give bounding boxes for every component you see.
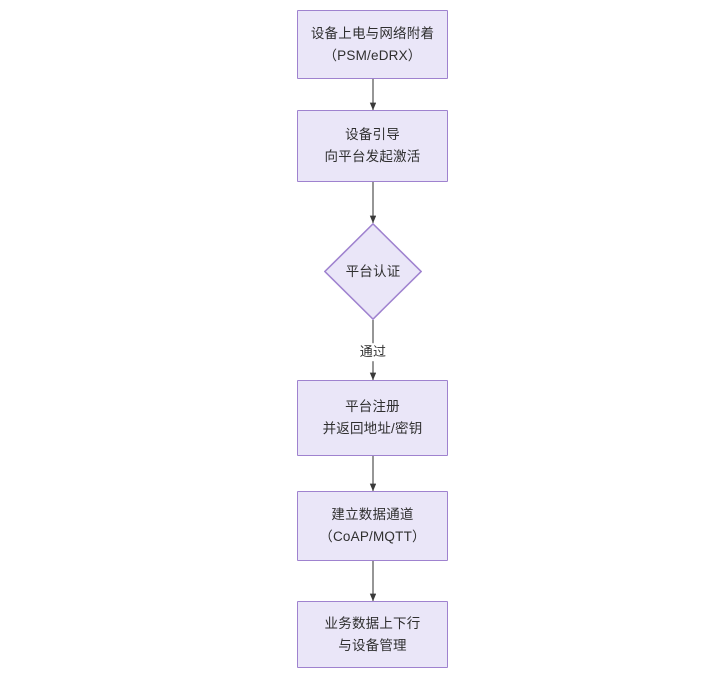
node-label: 设备上电与网络附着 （PSM/eDRX）	[310, 25, 435, 63]
node-establish-data-channel[interactable]: 建立数据通道 （CoAP/MQTT）	[297, 491, 448, 561]
node-label: 建立数据通道 （CoAP/MQTT）	[319, 507, 426, 544]
node-label: 设备引导 向平台发起激活	[324, 127, 421, 164]
node-label: 平台认证	[345, 263, 401, 279]
diamond-icon	[324, 223, 422, 320]
node-label: 业务数据上下行 与设备管理	[324, 615, 421, 653]
edge-label-pass: 通过	[356, 343, 390, 361]
node-business-data-and-device-management[interactable]: 业务数据上下行 与设备管理	[297, 601, 448, 668]
node-device-bootstrap[interactable]: 设备引导 向平台发起激活	[297, 110, 448, 182]
node-platform-authentication[interactable]: 平台认证	[324, 223, 422, 320]
node-label: 平台注册 并返回地址/密钥	[322, 399, 423, 436]
node-device-power-on[interactable]: 设备上电与网络附着 （PSM/eDRX）	[297, 10, 448, 79]
node-platform-registration[interactable]: 平台注册 并返回地址/密钥	[297, 380, 448, 456]
